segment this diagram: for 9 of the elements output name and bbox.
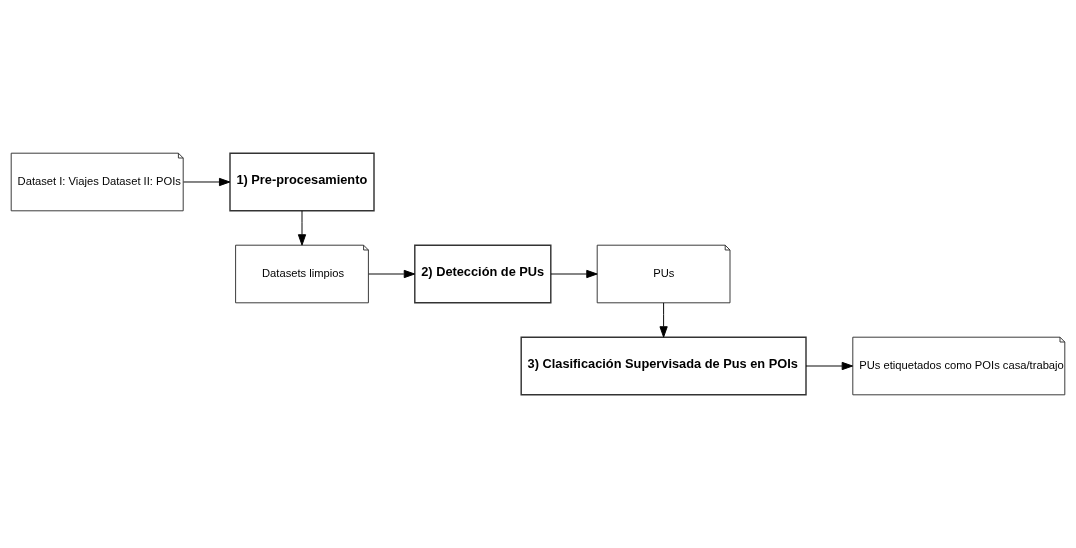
arrow [550, 269, 598, 279]
arrow [659, 302, 668, 338]
node-box: 1) Pre-procesamiento [229, 152, 375, 212]
arrow [368, 269, 416, 279]
arrow [183, 177, 231, 187]
node-box: 3) Clasificación Supervisada de Pus en POIs [520, 336, 807, 396]
arrow [297, 210, 307, 246]
arrow [805, 361, 854, 371]
node-box: 2) Detección de PUs [414, 244, 552, 304]
